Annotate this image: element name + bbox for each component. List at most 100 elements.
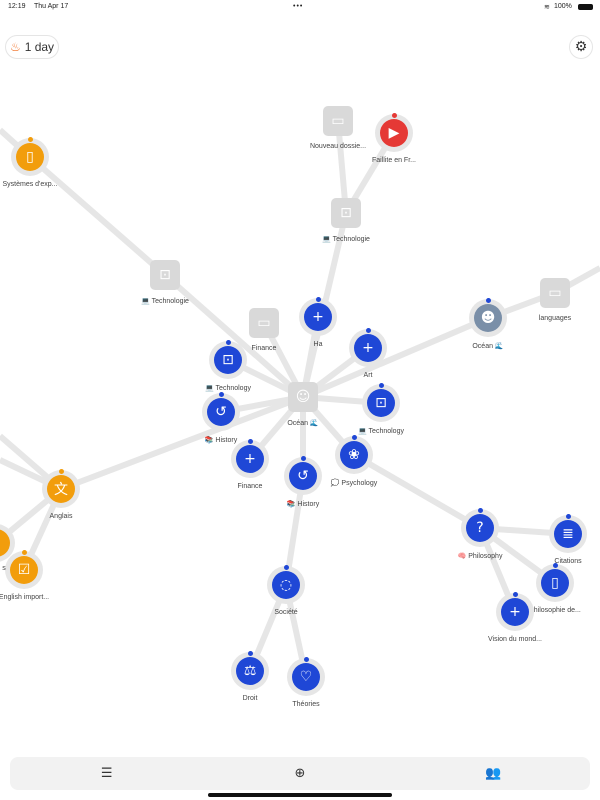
- node-label: 💭 Psychology: [330, 480, 378, 487]
- history-icon: ↺: [289, 462, 317, 490]
- plus-icon: +: [501, 598, 529, 626]
- status-time: 12:19: [8, 3, 26, 10]
- dashed-circle-icon: ◌: [272, 571, 300, 599]
- node-label: Finance: [251, 345, 277, 352]
- book-icon: ▯: [541, 569, 569, 597]
- settings-gear-icon[interactable]: ⚙: [569, 35, 593, 59]
- plus-icon: +: [304, 303, 332, 331]
- graph-node[interactable]: ▭: [249, 308, 279, 338]
- brain-icon: ❀: [340, 441, 368, 469]
- progress-dot: [303, 657, 309, 662]
- list-icon[interactable]: ☰: [100, 766, 113, 781]
- add-circle-icon[interactable]: ⊕: [294, 766, 306, 781]
- folder-icon: ▭: [257, 315, 271, 331]
- node-label: Finance: [237, 483, 263, 490]
- node-label: 📚 History: [204, 437, 238, 444]
- bottom-toolbar: ☰ ⊕ 👥: [10, 757, 590, 790]
- chip-icon: ⊡: [340, 205, 352, 221]
- graph-node[interactable]: ?: [461, 508, 499, 547]
- progress-dot: [512, 592, 518, 597]
- progress-dot: [300, 456, 306, 461]
- video-icon: ▶: [380, 119, 408, 147]
- flame-icon: ♨: [9, 40, 21, 54]
- node-label: Océan 🌊: [287, 420, 319, 427]
- graph-node[interactable]: ☑: [5, 550, 43, 589]
- graph-node[interactable]: ▯: [0, 524, 15, 562]
- person-icon: ☺: [295, 389, 311, 405]
- graph-node[interactable]: ♡: [287, 657, 325, 696]
- battery-label: 100%: [554, 3, 572, 10]
- node-label: Vision du mond...: [488, 636, 542, 643]
- graph-node[interactable]: ↺: [202, 392, 240, 431]
- node-label: Théories: [292, 701, 320, 708]
- graph-node[interactable]: ☺: [288, 382, 318, 412]
- graph-node[interactable]: 文: [42, 469, 80, 508]
- node-label: Anglais: [49, 513, 73, 520]
- graph-node[interactable]: ▯: [11, 137, 49, 176]
- status-date: Thu Apr 17: [34, 3, 69, 10]
- graph-edge: [335, 120, 349, 214]
- graph-node[interactable]: ⊡: [150, 260, 180, 290]
- node-label: 💻 Technology: [358, 428, 404, 435]
- graph-node[interactable]: ⊡: [209, 340, 247, 379]
- graph-node[interactable]: +: [496, 592, 534, 631]
- progress-dot: [565, 514, 571, 519]
- chip-icon: ⊡: [159, 267, 171, 283]
- node-label: 📚 History: [286, 501, 320, 508]
- plus-icon: +: [236, 445, 264, 473]
- node-label: languages: [538, 315, 572, 322]
- multitask-dots-icon[interactable]: •••: [293, 3, 304, 10]
- progress-dot: [315, 297, 321, 302]
- progress-dot: [477, 508, 483, 513]
- battery-icon: [578, 4, 593, 10]
- graph-node[interactable]: +: [349, 328, 387, 367]
- progress-dot: [21, 550, 27, 555]
- node-label: Citations: [554, 558, 582, 565]
- book-icon: ▯: [16, 143, 44, 171]
- question-icon: ?: [466, 514, 494, 542]
- scale-icon: ⚖: [236, 657, 264, 685]
- graph-node[interactable]: ⊡: [362, 383, 400, 422]
- book-icon: ▯: [0, 529, 10, 557]
- graph-node[interactable]: ❀: [335, 435, 373, 474]
- graph-node[interactable]: ⚖: [231, 651, 269, 690]
- avatar-photo: ☻: [474, 304, 502, 332]
- node-label: Océan 🌊: [472, 343, 504, 350]
- graph-node[interactable]: +: [299, 297, 337, 336]
- node-label: Systèmes d'exp...: [2, 181, 58, 188]
- graph-node[interactable]: ↺: [284, 456, 322, 495]
- progress-dot: [365, 328, 371, 333]
- graph-node[interactable]: ≣: [549, 514, 587, 553]
- chip-icon: ⊡: [214, 346, 242, 374]
- node-label: English import...: [0, 594, 50, 601]
- folder-icon: ▭: [548, 285, 562, 301]
- progress-dot: [485, 298, 491, 303]
- graph-node[interactable]: ☻: [469, 298, 507, 337]
- streak-button[interactable]: ♨ 1 day: [5, 35, 59, 59]
- graph-edge: [28, 154, 167, 278]
- streak-label: 1 day: [24, 40, 55, 54]
- node-label: Philosophie de...: [529, 607, 581, 614]
- home-indicator[interactable]: [208, 793, 392, 797]
- node-label: 💻 Technologie: [141, 298, 189, 305]
- node-label: Droit: [242, 695, 258, 702]
- graph-node[interactable]: ▭: [540, 278, 570, 308]
- node-label: Art: [363, 372, 373, 379]
- progress-dot: [552, 563, 558, 568]
- plus-icon: +: [354, 334, 382, 362]
- graph-node[interactable]: ▶: [375, 113, 413, 152]
- history-icon: ↺: [207, 398, 235, 426]
- people-icon[interactable]: 👥: [485, 766, 502, 781]
- heart-icon: ♡: [292, 663, 320, 691]
- node-label: s: [2, 565, 6, 572]
- graph-node[interactable]: ◌: [267, 565, 305, 604]
- graph-node[interactable]: ⊡: [331, 198, 361, 228]
- graph-node[interactable]: +: [231, 439, 269, 478]
- progress-dot: [218, 392, 224, 397]
- progress-dot: [378, 383, 384, 388]
- graph-node[interactable]: ▯: [536, 563, 574, 602]
- graph-node[interactable]: ▭: [323, 106, 353, 136]
- node-label: 🧠 Philosophy: [457, 553, 503, 560]
- progress-dot: [247, 651, 253, 656]
- node-label: Faillite en Fr...: [372, 157, 416, 164]
